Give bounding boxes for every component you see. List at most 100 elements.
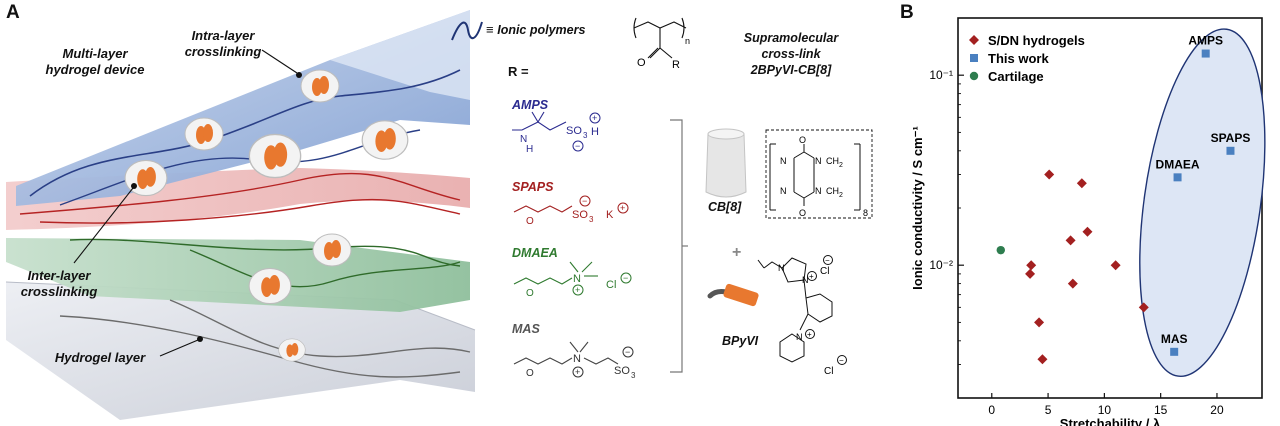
supra-line1: Supramolecular xyxy=(743,31,839,45)
cb8-ch2-top-sub: 2 xyxy=(839,162,843,169)
monomer-dmaea-name: DMAEA xyxy=(512,246,558,260)
device-label-line1: Multi-layer xyxy=(62,46,128,61)
x-tick-label-0: 0 xyxy=(988,403,995,417)
mas-o: O xyxy=(526,368,534,379)
bpyvi-n2: N xyxy=(802,275,809,285)
cb8-ch2-top: CH xyxy=(826,156,839,166)
equiv-symbol: ≡ xyxy=(486,22,494,37)
legend-marker-0 xyxy=(969,35,979,45)
point-square-3 xyxy=(1170,347,1179,356)
cb8-ch2-bottom: CH xyxy=(826,186,839,196)
monomer-bracket xyxy=(670,119,688,373)
mas-n: N xyxy=(573,353,581,365)
intra-layer-label: Intra-layer crosslinking xyxy=(168,28,278,60)
spaps-sub3: 3 xyxy=(589,215,594,224)
bpyvi-cl1: Cl xyxy=(820,266,829,277)
bpyvi-cl2: Cl xyxy=(824,366,833,377)
cb8-n3: N xyxy=(815,156,822,166)
point-diamond-6 xyxy=(1110,260,1121,271)
intra-label-line2: crosslinking xyxy=(184,44,262,59)
dmaea-plus: + xyxy=(575,285,580,295)
spaps-k: K xyxy=(606,209,614,221)
y-axis-label: Ionic conductivity / S cm⁻¹ xyxy=(910,126,925,290)
point-label-0: AMPS xyxy=(1188,34,1223,48)
cb8-structure: O O N N N N CH 2 CH 2 8 xyxy=(705,128,873,219)
cb8-label: CB[8] xyxy=(708,200,742,214)
legend-marker-2 xyxy=(969,71,979,81)
mas-plus: + xyxy=(575,367,580,377)
point-diamond-2 xyxy=(1082,226,1093,237)
amps-sub3: 3 xyxy=(583,131,588,140)
cb8-n1: N xyxy=(780,156,787,166)
monomer-spaps-name: SPAPS xyxy=(512,180,554,194)
cb8-n4: N xyxy=(815,186,822,196)
bpyvi-minus2: − xyxy=(839,356,844,365)
cb8-n2: N xyxy=(780,186,787,196)
inter-layer-label: Inter-layer crosslinking xyxy=(4,268,114,300)
point-square-0 xyxy=(1201,49,1210,58)
amps-h: H xyxy=(526,144,533,155)
point-diamond-4 xyxy=(1026,260,1037,271)
supramolecular-title: Supramolecular cross-link 2BPyVI-CB[8] xyxy=(716,30,866,78)
spaps-structure: O SO 3 − K + xyxy=(513,195,629,227)
bpyvi-minus1: − xyxy=(825,256,830,265)
amps-plus: + xyxy=(592,113,597,123)
panel-a-letter: A xyxy=(6,2,20,23)
hydrogel-device-illustration xyxy=(5,10,476,420)
legend-label-2: Cartilage xyxy=(988,69,1044,84)
bpyvi-n3: N xyxy=(796,332,803,342)
device-label-line2: hydrogel device xyxy=(45,62,145,77)
mas-sub3: 3 xyxy=(631,371,636,380)
spaps-plus: + xyxy=(620,203,625,213)
point-diamond-9 xyxy=(1034,317,1045,328)
amps-h-counter: H xyxy=(591,126,599,138)
point-label-1: SPAPS xyxy=(1211,131,1251,145)
panel-b-letter: B xyxy=(900,2,914,23)
hydrogel-layer-label: Hydrogel layer xyxy=(54,350,146,365)
spaps-minus: − xyxy=(582,196,587,206)
point-label-2: DMAEA xyxy=(1156,157,1200,171)
inter-label-line2: crosslinking xyxy=(20,284,98,299)
amps-nh: N xyxy=(520,134,527,145)
supra-line3: 2BPyVI-CB[8] xyxy=(750,63,832,77)
point-label-3: MAS xyxy=(1161,332,1188,346)
polymer-backbone-structure: n O R xyxy=(633,17,690,71)
point-square-2 xyxy=(1173,173,1182,182)
cb8-o-bottom: O xyxy=(799,208,806,218)
intra-label-line1: Intra-layer xyxy=(191,28,255,43)
bpyvi-label: BPyVI xyxy=(722,334,759,348)
carbonyl-o: O xyxy=(637,57,646,69)
dmaea-cl: Cl xyxy=(606,279,616,291)
monomer-amps-name: AMPS xyxy=(512,98,549,112)
mas-minus: − xyxy=(625,347,630,357)
point-diamond-5 xyxy=(1025,268,1036,279)
x-tick-label-1: 5 xyxy=(1045,403,1052,417)
spaps-so3: SO xyxy=(572,209,588,221)
point-diamond-7 xyxy=(1067,278,1078,289)
point-diamond-1 xyxy=(1076,178,1087,189)
bpyvi-plus1: + xyxy=(809,272,814,281)
monomer-mas-name: MAS xyxy=(512,322,540,336)
bpyvi-n1: N xyxy=(778,263,785,273)
bpyvi-plus2: + xyxy=(807,330,812,339)
amps-structure: N H SO 3 + H − xyxy=(512,111,601,155)
r-equals-label: R = xyxy=(508,64,529,79)
point-diamond-10 xyxy=(1037,354,1048,365)
point-square-1 xyxy=(1226,146,1235,155)
plus-sign: + xyxy=(732,244,742,261)
spaps-o: O xyxy=(526,216,534,227)
dmaea-minus: − xyxy=(623,273,628,283)
multi-layer-device-label: Multi-layer hydrogel device xyxy=(30,46,160,78)
amps-minus: − xyxy=(575,141,580,151)
cb8-o-top: O xyxy=(799,135,806,145)
ionic-polymers-legend: ≡ Ionic polymers xyxy=(486,22,585,37)
ionic-polymers-text: Ionic polymers xyxy=(497,23,586,37)
mas-so3: SO xyxy=(614,365,630,377)
y-tick-label-1: 10⁻¹ xyxy=(929,68,953,82)
cb8-ch2-bottom-sub: 2 xyxy=(839,192,843,199)
repeat-n-sub: n xyxy=(685,36,690,46)
mas-structure: O N + SO 3 − xyxy=(513,341,636,380)
supra-line2: cross-link xyxy=(761,47,821,61)
y-tick-label-0: 10⁻² xyxy=(929,258,953,272)
